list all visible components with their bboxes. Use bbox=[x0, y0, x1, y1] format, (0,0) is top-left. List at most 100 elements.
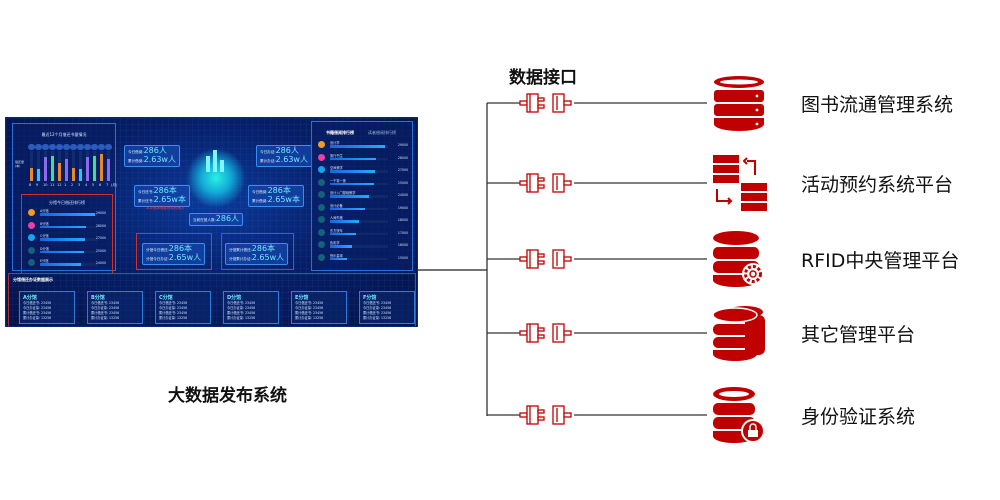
stat-branch-today: 分馆今日借还:286本分馆今日办证:2.65w人 bbox=[142, 243, 206, 265]
branch-rank-title: 分馆今日借还排行榜 bbox=[49, 200, 85, 205]
rank-item: D分馆 25000 bbox=[24, 246, 110, 257]
center-bar-graphic bbox=[213, 150, 217, 172]
branch-connection bbox=[487, 155, 767, 211]
rank-bar bbox=[330, 195, 370, 198]
branch-card-line: 累计办证量: 13256 bbox=[91, 316, 120, 320]
stat-in-library: 当前在馆人数:286人 bbox=[189, 213, 244, 226]
rank-bar bbox=[330, 170, 376, 173]
rank-bar bbox=[330, 145, 386, 148]
bar bbox=[79, 169, 82, 181]
database-server-icon bbox=[714, 76, 764, 131]
branch-card-line: 今日办证量: 23456 bbox=[23, 306, 52, 310]
branch-connection bbox=[487, 76, 764, 131]
rank-bar bbox=[330, 207, 365, 210]
bar bbox=[93, 155, 96, 181]
rank-badge-icon bbox=[28, 209, 35, 216]
branch-card-line: 累计借还书: 23456 bbox=[91, 311, 120, 315]
plug-connector-icon bbox=[519, 405, 572, 425]
rank-value: 17000 bbox=[397, 230, 408, 235]
branch-card-title: B分馆 bbox=[91, 295, 105, 301]
rank-bar bbox=[330, 245, 353, 248]
plug-connector-icon bbox=[519, 173, 572, 193]
database-stack-icon bbox=[712, 306, 765, 361]
stat-today-borrow: 今日借阅:286人累计借阅:2.63w人 bbox=[124, 145, 180, 167]
tab-reader-rank[interactable]: 读者借阅排行榜 bbox=[368, 130, 396, 135]
bar bbox=[100, 154, 103, 181]
branch-connection bbox=[487, 231, 764, 287]
month-tick-label: 5 bbox=[92, 183, 95, 187]
branch-card-title: D分馆 bbox=[227, 295, 242, 301]
rank-value: 25000 bbox=[95, 248, 106, 253]
branch-card-line: 累计办证量: 13256 bbox=[227, 316, 256, 320]
branch-card-line: 累计办证量: 13256 bbox=[363, 316, 392, 320]
rank-name: 一千零一夜 bbox=[330, 178, 346, 183]
interface-title: 数据接口 bbox=[509, 68, 577, 88]
branch-card-line: 今日办证量: 23456 bbox=[227, 306, 256, 310]
rank-name: 东方快车 bbox=[330, 228, 343, 233]
rank-value: 19000 bbox=[397, 205, 408, 210]
month-tick-label: 4 bbox=[85, 183, 88, 187]
center-bar-graphic bbox=[220, 160, 224, 172]
bar-value-bubble bbox=[63, 144, 70, 150]
branch-card-line: 今日借还书: 23456 bbox=[91, 301, 120, 305]
bar-value-bubble bbox=[84, 144, 91, 150]
database-gear-icon bbox=[713, 231, 764, 287]
system-label: RFID中央管理平台 bbox=[801, 250, 960, 272]
rank-item: 设计必备 19000 bbox=[314, 203, 412, 214]
rank-item: 人间失格 18000 bbox=[314, 215, 412, 226]
rank-value: 25000 bbox=[397, 180, 408, 185]
branch-card-line: 今日借还书: 23456 bbox=[227, 301, 256, 305]
rank-bar bbox=[330, 232, 357, 235]
dashboard-caption: 大数据发布系统 bbox=[168, 386, 287, 406]
rank-badge-icon bbox=[318, 166, 325, 173]
branch-card-line: 今日办证量: 23456 bbox=[363, 306, 392, 310]
rank-name: 色彩学 bbox=[330, 241, 340, 245]
month-tick-label: 10 bbox=[43, 183, 48, 187]
branch-card-line: 今日借还书: 23456 bbox=[363, 301, 392, 305]
rank-name: 旅行书生 bbox=[330, 153, 343, 158]
bar-value-bubble bbox=[42, 144, 49, 150]
stat-today-card: 今日办证:286人累计办证:2.63w人 bbox=[256, 145, 312, 167]
rank-bar-track bbox=[330, 207, 388, 210]
rank-value: 28000 bbox=[95, 223, 106, 228]
rank-badge-icon bbox=[318, 203, 325, 211]
rank-name: 人间失格 bbox=[330, 216, 343, 220]
rank-value: 27000 bbox=[95, 236, 106, 240]
month-tick-label: 7 bbox=[106, 183, 109, 187]
rank-bar bbox=[40, 225, 87, 228]
branch-connection bbox=[487, 306, 765, 361]
rank-name: E分馆 bbox=[40, 259, 49, 263]
rank-value: 24000 bbox=[95, 261, 106, 265]
bar-value-bubble bbox=[56, 144, 63, 150]
branch-card-line: 累计办证量: 13256 bbox=[23, 316, 52, 320]
bar-value-bubble bbox=[49, 144, 56, 150]
branch-today-box: 分馆今日借还:286本分馆今日办证:2.65w人 bbox=[136, 233, 212, 270]
bar bbox=[65, 158, 68, 181]
rank-badge-icon bbox=[318, 216, 325, 223]
rank-name: 设计必备 bbox=[330, 203, 343, 208]
rank-bar-track bbox=[40, 250, 98, 253]
bar bbox=[37, 169, 40, 181]
rank-bar-track bbox=[330, 145, 388, 148]
database-lock-icon bbox=[713, 387, 765, 443]
rank-name: D分馆 bbox=[40, 246, 49, 251]
tab-book-rank[interactable]: 书籍借阅排行榜 bbox=[326, 130, 354, 135]
rank-badge-icon bbox=[28, 246, 35, 254]
rank-bar-track bbox=[40, 213, 98, 216]
rank-item: 东方快车 17000 bbox=[314, 228, 412, 239]
bar-value-bubble bbox=[98, 144, 105, 150]
branch-card-line: 今日办证量: 23456 bbox=[159, 306, 188, 310]
branch-card-line: 今日借还书: 23456 bbox=[295, 301, 324, 305]
branch-card-title: A分馆 bbox=[23, 295, 37, 301]
month-unit-label: (月) bbox=[111, 183, 118, 187]
stat-today-loan: 今日借阅:286本累计借阅:2.65w本 bbox=[248, 185, 304, 207]
rank-name: 设计学 bbox=[330, 141, 340, 145]
bar-value-bubble bbox=[77, 144, 84, 150]
rank-bar bbox=[40, 250, 84, 253]
